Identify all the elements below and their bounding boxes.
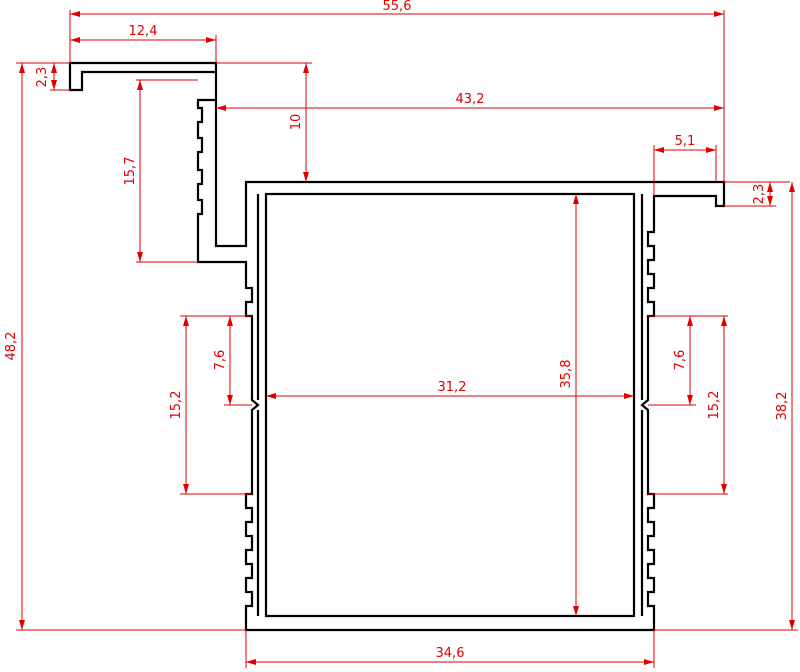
profile-inner-box (264, 192, 636, 618)
label-right-slot-outer: 15,2 (707, 391, 722, 420)
profile-outer-contour (68, 61, 726, 632)
label-left-slot-outer: 15,2 (169, 391, 184, 420)
label-inner-width: 31,2 (438, 380, 467, 395)
label-flange-to-right: 43,2 (456, 92, 485, 107)
label-lip-width: 12,4 (129, 24, 158, 39)
label-box-width: 34,6 (436, 646, 465, 661)
dimension-lines: 55,6 12,4 2,3 10 43,2 5,1 2,3 15,7 (4, 0, 798, 668)
label-right-lip-thickness: 2,3 (752, 184, 767, 205)
label-total-height: 48,2 (4, 332, 19, 361)
label-step-height: 10 (289, 114, 304, 131)
label-lip-thickness: 2,3 (35, 67, 50, 88)
label-left-slot-inner: 7,6 (213, 350, 228, 371)
label-right-lip-width: 5,1 (675, 134, 696, 149)
label-groove-zone-upper: 15,7 (123, 157, 138, 186)
label-box-height: 38,2 (775, 392, 790, 421)
profile-inner-wall (256, 194, 644, 616)
label-right-slot-inner: 7,6 (673, 350, 688, 371)
aluminium-profile (68, 61, 726, 632)
label-overall-width: 55,6 (383, 0, 412, 14)
label-inner-height: 35,8 (559, 360, 574, 389)
